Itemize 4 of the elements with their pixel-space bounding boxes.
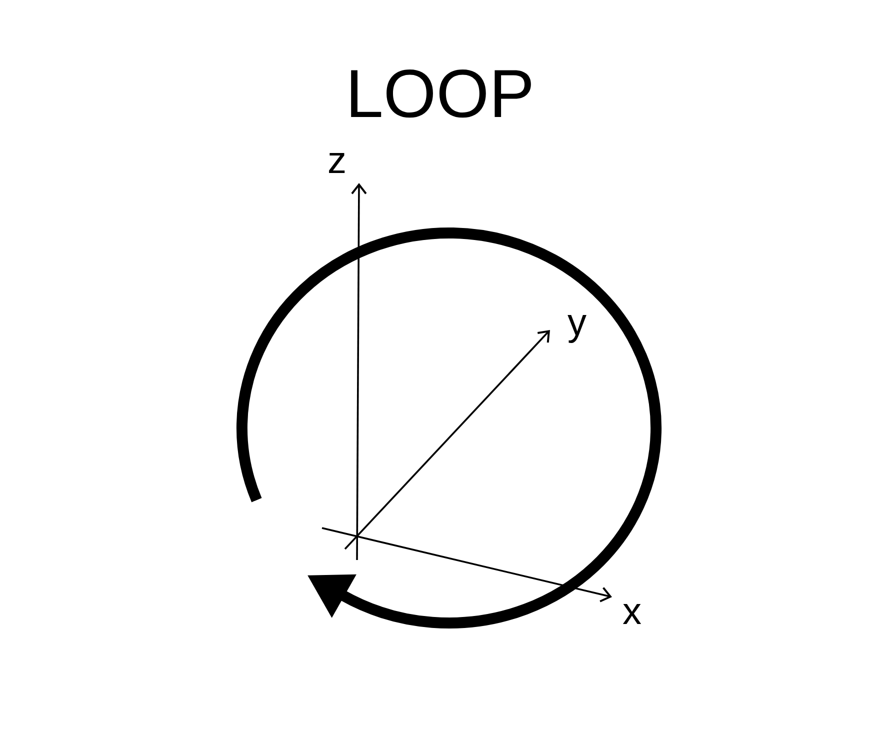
title: LOOP — [351, 70, 531, 118]
axis-label: y — [568, 315, 586, 343]
axis-label: z — [329, 152, 345, 174]
axis-label: x — [622, 604, 642, 624]
